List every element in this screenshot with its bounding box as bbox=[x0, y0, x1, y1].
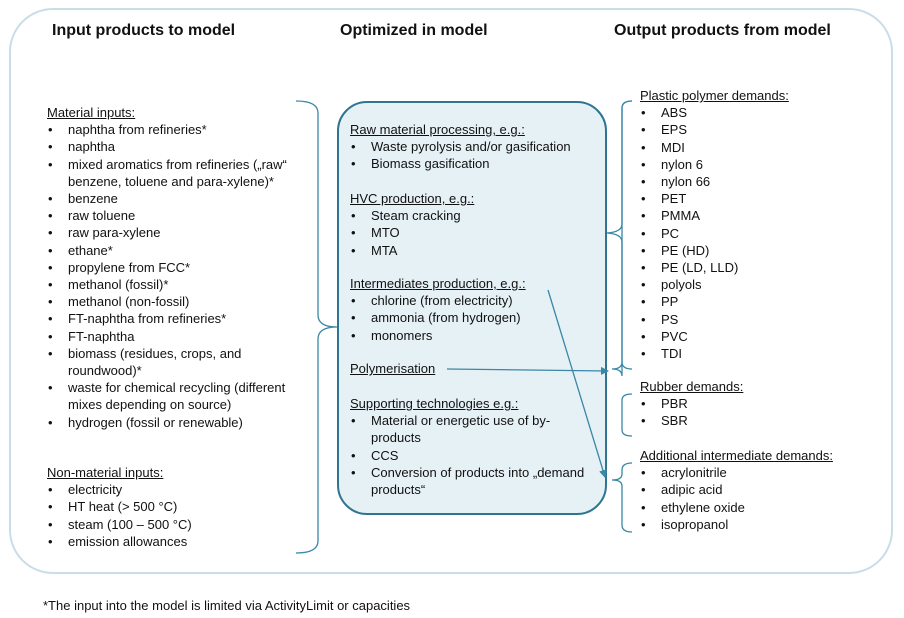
intermediates-block: Intermediates production, e.g.: chlorine… bbox=[350, 275, 600, 344]
hvc-block: HVC production, e.g.: Steam crackingMTOM… bbox=[350, 190, 600, 259]
list-item: PET bbox=[640, 190, 870, 207]
list-item: PE (LD, LLD) bbox=[640, 259, 870, 276]
output-column-title: Output products from model bbox=[614, 22, 831, 39]
list-item: PC bbox=[640, 225, 870, 242]
list-item: FT-naphtha bbox=[47, 328, 312, 345]
rubber-demands-header: Rubber demands: bbox=[640, 379, 744, 394]
intermediates-arrow bbox=[547, 289, 607, 478]
supporting-header: Supporting technologies e.g.: bbox=[350, 396, 519, 411]
list-item: ethylene oxide bbox=[640, 499, 880, 516]
list-item: Biomass gasification bbox=[350, 155, 600, 172]
list-item: chlorine (from electricity) bbox=[350, 292, 600, 309]
list-item: mixed aromatics from refineries („raw“ b… bbox=[47, 156, 312, 190]
list-item: emission allowances bbox=[47, 533, 312, 550]
list-item: waste for chemical recycling (different … bbox=[47, 379, 312, 413]
list-item: raw toluene bbox=[47, 207, 312, 224]
list-item: methanol (non-fossil) bbox=[47, 293, 312, 310]
list-item: adipic acid bbox=[640, 481, 880, 498]
intermediates-list: chlorine (from electricity)ammonia (from… bbox=[350, 292, 600, 344]
additional-demands-list: acrylonitrileadipic acidethylene oxideis… bbox=[640, 464, 880, 533]
material-inputs-list: naphtha from refineries*naphthamixed aro… bbox=[47, 121, 312, 431]
polymerisation-arrow bbox=[446, 366, 609, 375]
list-item: naphtha from refineries* bbox=[47, 121, 312, 138]
optimized-column-title: Optimized in model bbox=[340, 22, 488, 39]
list-item: isopropanol bbox=[640, 516, 880, 533]
list-item: MDI bbox=[640, 139, 870, 156]
footnote: *The input into the model is limited via… bbox=[43, 598, 411, 613]
list-item: propylene from FCC* bbox=[47, 259, 312, 276]
additional-demands-block: Additional intermediate demands: acrylon… bbox=[640, 447, 880, 533]
list-item: hydrogen (fossil or renewable) bbox=[47, 414, 312, 431]
supporting-block: Supporting technologies e.g.: Material o… bbox=[350, 395, 596, 498]
list-item: PE (HD) bbox=[640, 242, 870, 259]
list-item: CCS bbox=[350, 447, 596, 464]
list-item: PMMA bbox=[640, 207, 870, 224]
intermediates-header: Intermediates production, e.g.: bbox=[350, 276, 526, 291]
list-item: EPS bbox=[640, 121, 870, 138]
list-item: acrylonitrile bbox=[640, 464, 880, 481]
hvc-list: Steam crackingMTOMTA bbox=[350, 207, 600, 259]
list-item: ABS bbox=[640, 104, 870, 121]
left-brace bbox=[295, 100, 338, 554]
list-item: Steam cracking bbox=[350, 207, 600, 224]
list-item: steam (100 – 500 °C) bbox=[47, 516, 312, 533]
plastic-demands-list: ABSEPSMDInylon 6nylon 66PETPMMAPCPE (HD)… bbox=[640, 104, 870, 362]
list-item: MTO bbox=[350, 224, 600, 241]
list-item: methanol (fossil)* bbox=[47, 276, 312, 293]
polymerisation-block: Polymerisation bbox=[350, 360, 600, 377]
rubber-demands-list: PBRSBR bbox=[640, 395, 870, 430]
plastic-demands-brace-full bbox=[606, 100, 633, 370]
supporting-list: Material or energetic use of by-products… bbox=[350, 412, 596, 498]
list-item: benzene bbox=[47, 190, 312, 207]
list-item: PVC bbox=[640, 328, 870, 345]
non-material-inputs-block: Non-material inputs: electricityHT heat … bbox=[47, 464, 312, 550]
material-inputs-block: Material inputs: naphtha from refineries… bbox=[47, 104, 312, 431]
additional-demands-header: Additional intermediate demands: bbox=[640, 448, 833, 463]
raw-material-list: Waste pyrolysis and/or gasificationBioma… bbox=[350, 138, 600, 173]
list-item: ethane* bbox=[47, 242, 312, 259]
list-item: Material or energetic use of by-products bbox=[350, 412, 596, 446]
plastic-demands-header: Plastic polymer demands: bbox=[640, 88, 789, 103]
list-item: TDI bbox=[640, 345, 870, 362]
polymerisation-header: Polymerisation bbox=[350, 361, 436, 376]
list-item: electricity bbox=[47, 481, 312, 498]
list-item: polyols bbox=[640, 276, 870, 293]
list-item: SBR bbox=[640, 412, 870, 429]
rubber-demands-block: Rubber demands: PBRSBR bbox=[640, 378, 870, 430]
list-item: PP bbox=[640, 293, 870, 310]
diagram-frame bbox=[9, 8, 893, 574]
non-material-inputs-list: electricityHT heat (> 500 °C)steam (100 … bbox=[47, 481, 312, 550]
raw-material-header: Raw material processing, e.g.: bbox=[350, 122, 525, 137]
list-item: monomers bbox=[350, 327, 600, 344]
list-item: nylon 66 bbox=[640, 173, 870, 190]
list-item: Waste pyrolysis and/or gasification bbox=[350, 138, 600, 155]
list-item: biomass (residues, crops, and roundwood)… bbox=[47, 345, 312, 379]
raw-material-block: Raw material processing, e.g.: Waste pyr… bbox=[350, 121, 600, 173]
list-item: FT-naphtha from refineries* bbox=[47, 310, 312, 327]
list-item: nylon 6 bbox=[640, 156, 870, 173]
plastic-demands-block: Plastic polymer demands: ABSEPSMDInylon … bbox=[640, 87, 870, 362]
list-item: raw para-xylene bbox=[47, 224, 312, 241]
additional-demands-brace bbox=[611, 462, 633, 533]
non-material-inputs-header: Non-material inputs: bbox=[47, 465, 164, 480]
list-item: naphtha bbox=[47, 138, 312, 155]
list-item: MTA bbox=[350, 242, 600, 259]
list-item: HT heat (> 500 °C) bbox=[47, 498, 312, 515]
list-item: PS bbox=[640, 311, 870, 328]
list-item: PBR bbox=[640, 395, 870, 412]
hvc-header: HVC production, e.g.: bbox=[350, 191, 475, 206]
input-column-title: Input products to model bbox=[52, 22, 236, 39]
rubber-demands-brace bbox=[621, 393, 633, 437]
list-item: Conversion of products into „demand prod… bbox=[350, 464, 596, 498]
list-item: ammonia (from hydrogen) bbox=[350, 309, 600, 326]
material-inputs-header: Material inputs: bbox=[47, 105, 136, 120]
